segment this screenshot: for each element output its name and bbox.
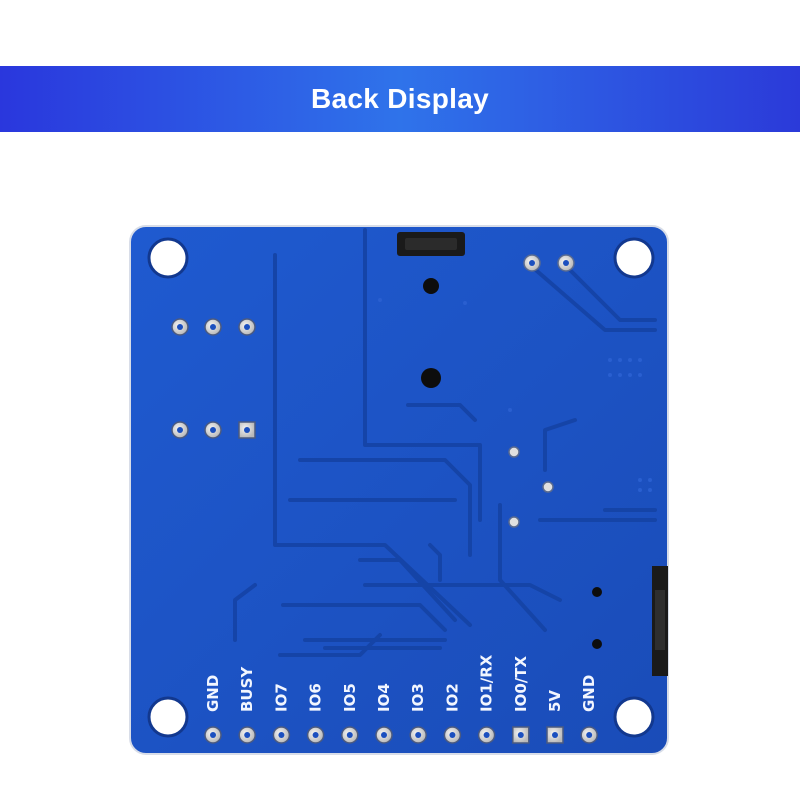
via-hole bbox=[421, 368, 441, 388]
pad-hole bbox=[552, 732, 558, 738]
via-hole bbox=[592, 639, 602, 649]
via-hole bbox=[592, 587, 602, 597]
pcb-body bbox=[129, 225, 669, 755]
pad-hole bbox=[381, 732, 387, 738]
pin-label: IO3 bbox=[409, 683, 427, 712]
pin-header bbox=[204, 726, 598, 744]
pin-label: IO2 bbox=[443, 683, 461, 712]
pad-hole bbox=[278, 732, 285, 738]
mounting-hole-tl bbox=[147, 237, 189, 279]
pin-label: IO7 bbox=[272, 683, 290, 712]
pad-hole bbox=[244, 732, 251, 738]
pin-label: GND bbox=[580, 675, 598, 712]
pin-label: IO0/TX bbox=[512, 656, 530, 712]
pin-label: IO4 bbox=[375, 683, 393, 712]
pad-hole bbox=[415, 732, 422, 738]
pin-label: 5V bbox=[546, 690, 564, 712]
via-hole bbox=[423, 278, 439, 294]
mounting-hole-bl bbox=[147, 696, 189, 738]
pad-hole bbox=[586, 732, 593, 738]
title-banner: Back Display bbox=[0, 66, 800, 132]
banner-title: Back Display bbox=[311, 83, 489, 114]
mounting-hole-tr bbox=[613, 237, 655, 279]
mounting-holes bbox=[147, 237, 655, 738]
pad-hole bbox=[483, 732, 490, 738]
pin-labels: GND BUSY IO7 IO6 IO5 IO4 IO3 IO2 IO1/RX IO0/TX 5V G… bbox=[204, 654, 598, 712]
pad-hole bbox=[517, 732, 524, 738]
pin-label: IO5 bbox=[341, 683, 359, 712]
pcb-traces bbox=[233, 228, 657, 657]
pin-label: IO1/RX bbox=[478, 654, 496, 712]
pin-label: IO6 bbox=[307, 683, 325, 712]
pad-hole bbox=[449, 732, 456, 738]
pad-hole bbox=[346, 732, 353, 738]
pin-label: GND bbox=[204, 675, 222, 712]
mounting-hole-br bbox=[613, 696, 655, 738]
pad-hole bbox=[210, 732, 216, 738]
pin-label: BUSY bbox=[238, 666, 256, 712]
pad-hole bbox=[312, 732, 319, 738]
speaker-pads bbox=[171, 318, 256, 439]
